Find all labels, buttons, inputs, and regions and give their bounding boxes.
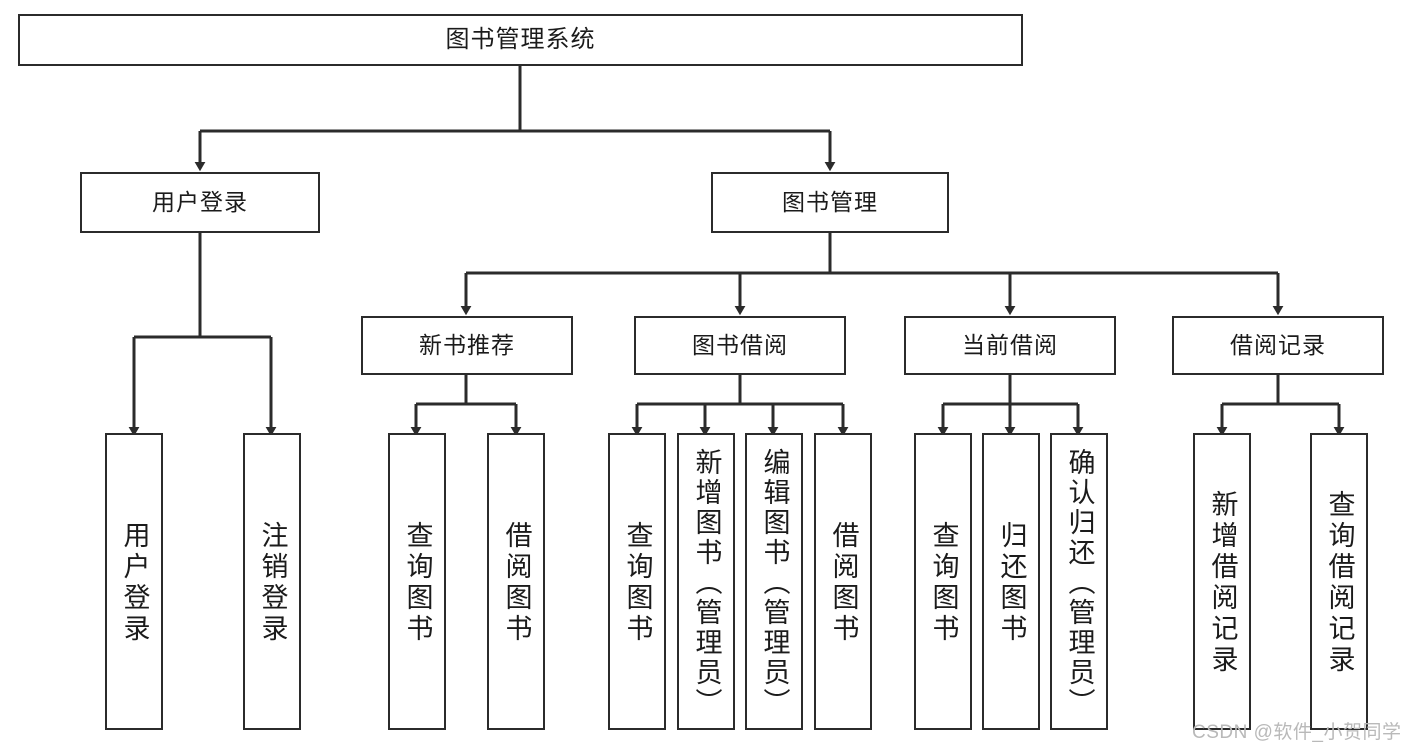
node-label: 图书管理 (782, 189, 878, 215)
leaf-current-confirm-return-admin[interactable]: 确认归还（管理员） (1050, 433, 1108, 730)
leaf-newbook-borrow-book[interactable]: 借阅图书 (487, 433, 545, 730)
leaf-record-query-borrow-record[interactable]: 查询借阅记录 (1310, 433, 1368, 730)
leaf-borrow-add-book-admin[interactable]: 新增图书（管理员） (677, 433, 735, 730)
node-borrow-records[interactable]: 借阅记录 (1172, 316, 1384, 375)
node-label: 用户登录 (119, 520, 150, 645)
csdn-watermark: CSDN @软件_小贺同学 (1192, 722, 1402, 743)
node-new-book-recommendation[interactable]: 新书推荐 (361, 316, 573, 375)
node-label: 用户登录 (152, 189, 248, 215)
leaf-borrow-query-book[interactable]: 查询图书 (608, 433, 666, 730)
node-label: 新书推荐 (419, 332, 515, 358)
node-label: 借阅记录 (1230, 332, 1326, 358)
node-label: 借阅图书 (501, 520, 532, 645)
node-label: 查询图书 (402, 520, 433, 645)
node-label: 借阅图书 (828, 520, 859, 645)
node-current-borrowing[interactable]: 当前借阅 (904, 316, 1116, 375)
node-label: 图书管理系统 (445, 26, 596, 53)
node-book-borrowing[interactable]: 图书借阅 (634, 316, 846, 375)
leaf-newbook-query-book[interactable]: 查询图书 (388, 433, 446, 730)
node-label: 新增图书（管理员） (691, 447, 722, 718)
node-label: 查询借阅记录 (1324, 489, 1355, 676)
node-user-login[interactable]: 用户登录 (80, 172, 320, 233)
node-book-management[interactable]: 图书管理 (711, 172, 949, 233)
leaf-borrow-edit-book-admin[interactable]: 编辑图书（管理员） (745, 433, 803, 730)
node-label: 查询图书 (622, 520, 653, 645)
node-label: 编辑图书（管理员） (759, 447, 790, 718)
node-label: 归还图书 (996, 520, 1027, 645)
leaf-current-query-book[interactable]: 查询图书 (914, 433, 972, 730)
leaf-user-logout[interactable]: 注销登录 (243, 433, 301, 730)
leaf-record-add-borrow-record[interactable]: 新增借阅记录 (1193, 433, 1251, 730)
leaf-borrow-borrow-book[interactable]: 借阅图书 (814, 433, 872, 730)
node-label: 查询图书 (928, 520, 959, 645)
node-label: 确认归还（管理员） (1064, 447, 1095, 718)
node-label: 图书借阅 (692, 332, 788, 358)
leaf-user-login[interactable]: 用户登录 (105, 433, 163, 730)
node-label: 新增借阅记录 (1207, 489, 1238, 676)
node-label: 当前借阅 (962, 332, 1058, 358)
leaf-current-return-book[interactable]: 归还图书 (982, 433, 1040, 730)
node-label: 注销登录 (257, 520, 288, 645)
node-root-book-management-system[interactable]: 图书管理系统 (18, 14, 1023, 66)
